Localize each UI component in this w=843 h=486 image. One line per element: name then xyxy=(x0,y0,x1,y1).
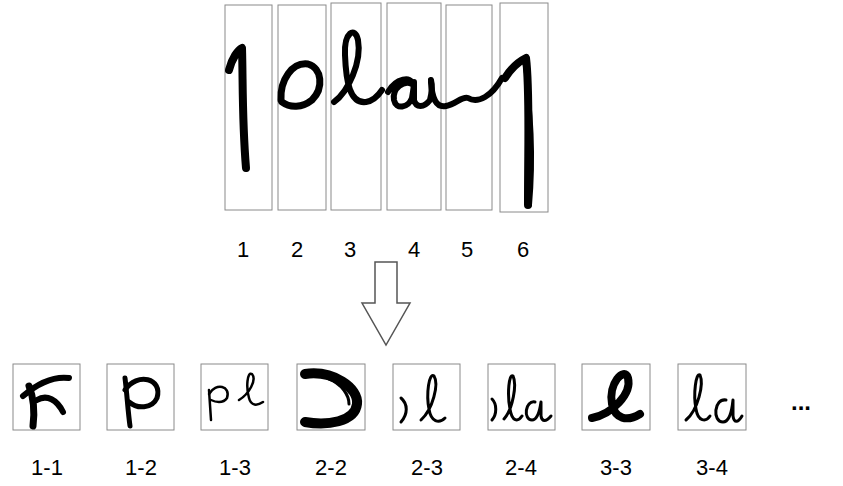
handwritten-word xyxy=(229,33,532,205)
segment-frame xyxy=(225,5,272,210)
combination-image xyxy=(13,364,80,430)
combination-image xyxy=(201,364,268,430)
combination-label: 1-1 xyxy=(31,457,63,479)
segment-number: 3 xyxy=(344,239,356,261)
combination-image xyxy=(582,364,650,430)
combination-image xyxy=(107,364,174,430)
segment-number: 6 xyxy=(517,239,529,261)
combination-label: 1-3 xyxy=(219,457,251,479)
segment-number: 4 xyxy=(408,239,420,261)
down-arrow xyxy=(362,262,410,345)
ellipsis: ... xyxy=(791,390,811,414)
segment-frame xyxy=(331,3,381,210)
combination-label: 3-3 xyxy=(600,457,632,479)
segment-frame xyxy=(387,3,441,210)
combination-image xyxy=(393,364,460,430)
combination-image xyxy=(678,364,746,430)
segment-frame xyxy=(446,5,492,210)
combination-label: 1-2 xyxy=(125,457,157,479)
combination-image xyxy=(297,364,365,430)
combination-image xyxy=(488,364,555,430)
segment-frame xyxy=(278,5,326,210)
segment-frame xyxy=(500,3,548,212)
combination-label: 2-4 xyxy=(505,457,537,479)
combination-label: 3-4 xyxy=(696,457,728,479)
segment-number: 5 xyxy=(461,239,473,261)
combination-label: 2-2 xyxy=(315,457,347,479)
segment-number: 2 xyxy=(291,239,303,261)
combination-label: 2-3 xyxy=(411,457,443,479)
segment-number: 1 xyxy=(237,239,249,261)
